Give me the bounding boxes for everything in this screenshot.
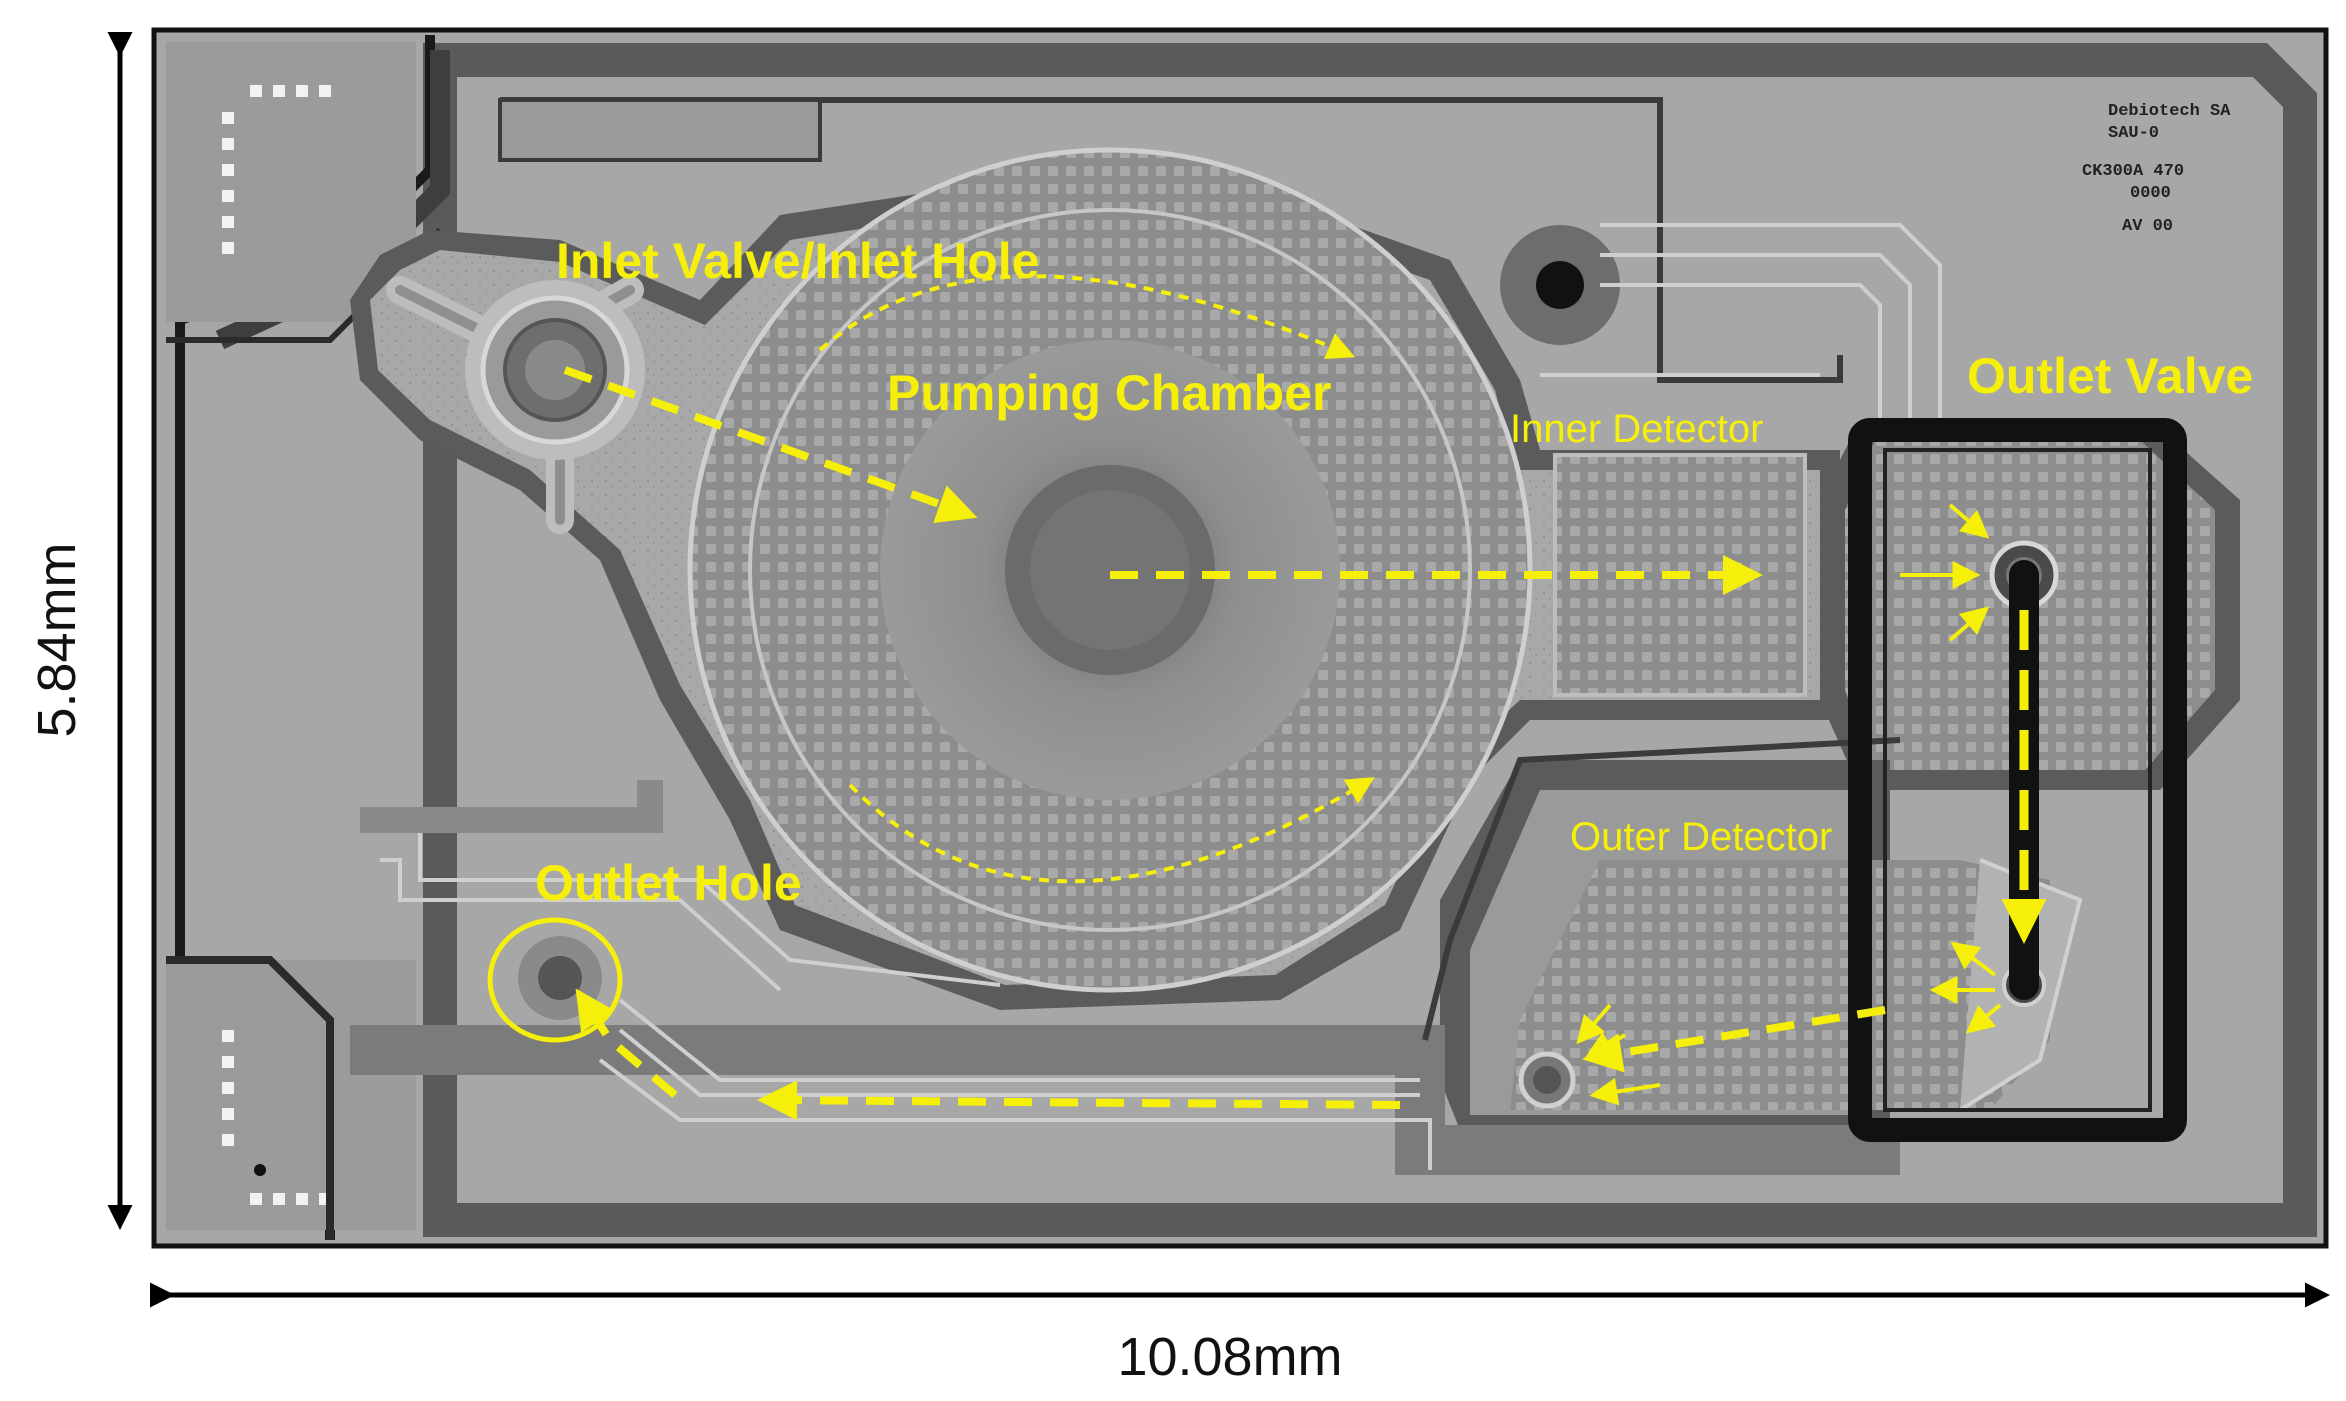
width-label: 10.08mm	[1117, 1327, 1342, 1387]
top-channel	[500, 97, 1843, 383]
flow-to-outer-via	[1582, 1006, 1886, 1073]
bottom-bus-lines	[350, 737, 1901, 1175]
inlet-valve	[386, 276, 645, 534]
flow-inlet-to-chamber	[563, 366, 978, 524]
chip-marking-line-4: 0000	[2130, 184, 2171, 203]
chip-marking-line-1: Debiotech SA	[2108, 102, 2231, 121]
outlet-hole	[518, 936, 602, 1020]
chip-marking-line-5: AV 00	[2122, 217, 2173, 236]
label-inner-detector: Inner Detector	[1510, 407, 1763, 451]
outlet-hole-highlight	[487, 917, 623, 1043]
pump-rotation-top	[818, 274, 1356, 360]
width-dimension: 10.08mm	[150, 1282, 2330, 1387]
label-pumping-chamber: Pumping Chamber	[887, 365, 1331, 421]
label-outer-detector: Outer Detector	[1570, 815, 1832, 859]
height-label: 5.84mm	[27, 542, 87, 737]
label-outlet-hole: Outlet Hole	[535, 855, 802, 911]
pump-rotation-bottom	[848, 777, 1375, 884]
chip-marking-line-2: SAU-0	[2108, 124, 2159, 143]
chip-marking-line-3: CK300A 470	[2082, 162, 2184, 181]
small-flow-arrows	[1576, 503, 2002, 1106]
labels: Inlet Valve/Inlet Hole Pumping Chamber I…	[535, 233, 2253, 911]
bus-lines-upper	[1540, 223, 1942, 420]
chip-marking: Debiotech SA SAU-0 CK300A 470 0000 AV 00	[2082, 102, 2231, 236]
label-outlet-valve: Outlet Valve	[1967, 348, 2253, 404]
flow-annotations	[487, 274, 2047, 1121]
label-inlet: Inlet Valve/Inlet Hole	[556, 233, 1040, 289]
pumping-chamber	[687, 147, 1533, 993]
flow-bottom-channel	[757, 1080, 1401, 1121]
bond-pads-bottom	[166, 960, 416, 1230]
height-dimension: 5.84mm	[27, 32, 133, 1230]
chip-image: Debiotech SA SAU-0 CK300A 470 0000 AV 00	[151, 27, 2329, 1249]
